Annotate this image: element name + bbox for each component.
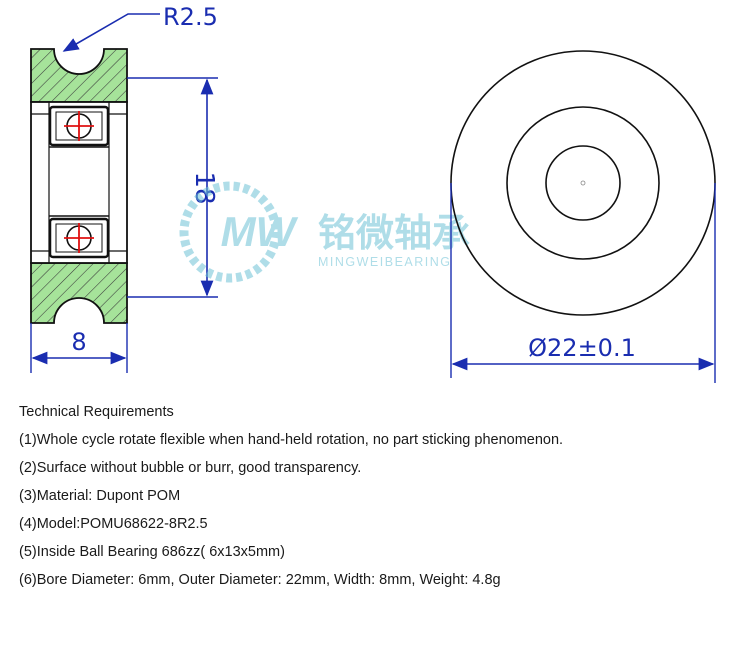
bottom-hatched-section xyxy=(30,262,128,324)
upper-ball-bearing xyxy=(48,105,110,147)
radius-label: R2.5 xyxy=(163,3,218,31)
width-label: 8 xyxy=(71,328,86,356)
diameter-label: Ø22±0.1 xyxy=(528,334,636,362)
watermark-brand-en: MINGWEIBEARING xyxy=(318,255,452,269)
requirement-item: (6)Bore Diameter: 6mm, Outer Diameter: 2… xyxy=(19,572,501,588)
technical-requirements: Technical Requirements (1)Whole cycle ro… xyxy=(19,398,739,594)
requirements-title: Technical Requirements xyxy=(19,404,174,420)
requirement-item: (3)Material: Dupont POM xyxy=(19,488,181,504)
bore-circle xyxy=(545,145,621,221)
front-view: Ø22±0.1 xyxy=(450,50,716,383)
brand-watermark: MW 铭微轴承 MINGWEIBEARING xyxy=(179,181,470,283)
requirement-item: (1)Whole cycle rotate flexible when hand… xyxy=(19,432,564,448)
watermark-brand-cn: 铭微轴承 xyxy=(318,211,470,255)
side-section-view: R2.5 18 8 xyxy=(30,3,219,373)
watermark-logo: MW xyxy=(221,208,299,255)
requirement-item: (2)Surface without bubble or burr, good … xyxy=(19,460,362,476)
center-mark xyxy=(580,180,586,186)
technical-drawing: R2.5 18 8 MW 铭微轴承 MINGWEIBEARING Ø22±0.1 xyxy=(30,3,716,383)
requirement-item: (4)Model:POMU68622-8R2.5 xyxy=(19,516,208,532)
lower-ball-bearing xyxy=(48,217,110,259)
top-hatched-section xyxy=(30,48,128,103)
middle-circle xyxy=(506,106,660,260)
radius-leader xyxy=(62,13,160,52)
requirement-item: (5)Inside Ball Bearing 686zz( 6x13x5mm) xyxy=(19,544,285,560)
watermark-ring xyxy=(179,181,281,283)
